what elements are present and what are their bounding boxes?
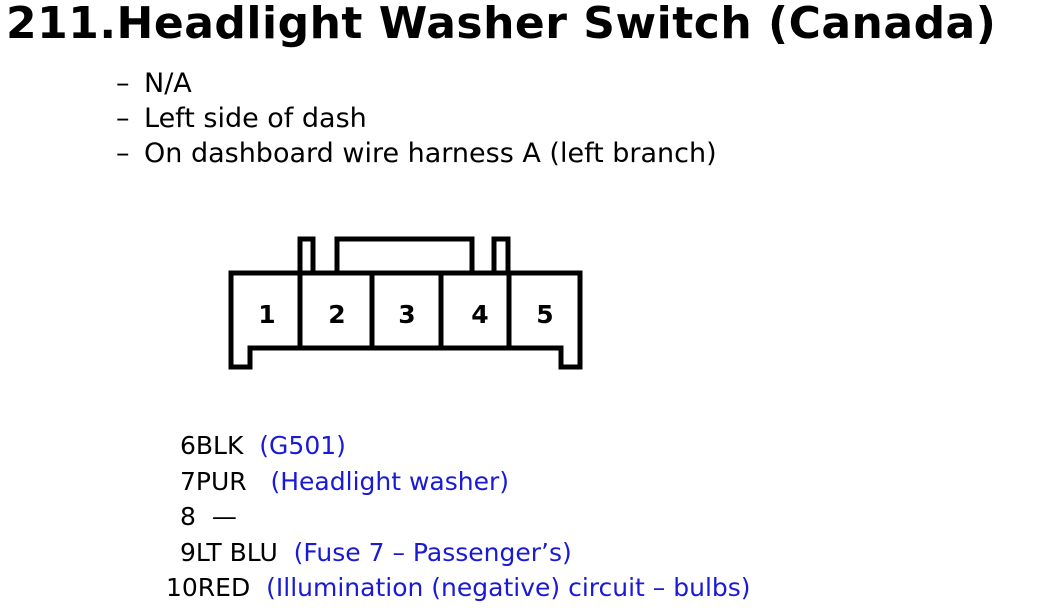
detail-item: –Left side of dash xyxy=(116,101,717,136)
wire-row: 6BLK (G501) xyxy=(180,428,346,464)
wire-description: (Illumination (negative) circuit – bulbs… xyxy=(266,573,751,602)
wire-row: 9LT BLU (Fuse 7 – Passenger’s) xyxy=(180,535,572,571)
connector-latch-left xyxy=(297,236,316,273)
bullet-dash: – xyxy=(116,68,130,99)
detail-item: –On dashboard wire harness A (left branc… xyxy=(116,136,717,171)
wire-row: 7PUR (Headlight washer) xyxy=(180,464,509,500)
connector-latch-right xyxy=(491,236,511,273)
wire-code: 8 xyxy=(180,502,196,531)
wire-code: 9LT BLU xyxy=(180,537,278,567)
bullet-dash: – xyxy=(116,138,130,169)
wire-row: 8 — xyxy=(180,499,237,535)
pin-label: 3 xyxy=(398,300,415,329)
wire-description: (Headlight washer) xyxy=(270,466,510,496)
pin-label: 1 xyxy=(258,300,275,329)
wire-code: 7PUR xyxy=(180,466,247,496)
detail-text: On dashboard wire harness A (left branch… xyxy=(144,138,717,169)
wire-description: — xyxy=(211,502,237,531)
pin-label: 5 xyxy=(536,300,553,329)
wire-row: 10RED (Illumination (negative) circuit –… xyxy=(166,570,751,606)
pin-label: 2 xyxy=(328,300,345,329)
pin-label: 4 xyxy=(471,300,488,329)
connector-key xyxy=(334,236,475,273)
detail-item: –N/A xyxy=(116,66,717,101)
bullet-dash: – xyxy=(116,103,130,134)
connector-body xyxy=(228,270,583,370)
detail-text: N/A xyxy=(144,68,192,99)
wire-description: (Fuse 7 – Passenger’s) xyxy=(293,537,572,567)
wire-description: (G501) xyxy=(259,431,346,460)
detail-text: Left side of dash xyxy=(144,103,367,134)
page-title: 211.Headlight Washer Switch (Canada) xyxy=(6,0,997,49)
wire-code: 6BLK xyxy=(180,431,244,460)
location-details: –N/A –Left side of dash –On dashboard wi… xyxy=(116,66,717,171)
wire-code: 10RED xyxy=(166,573,251,602)
